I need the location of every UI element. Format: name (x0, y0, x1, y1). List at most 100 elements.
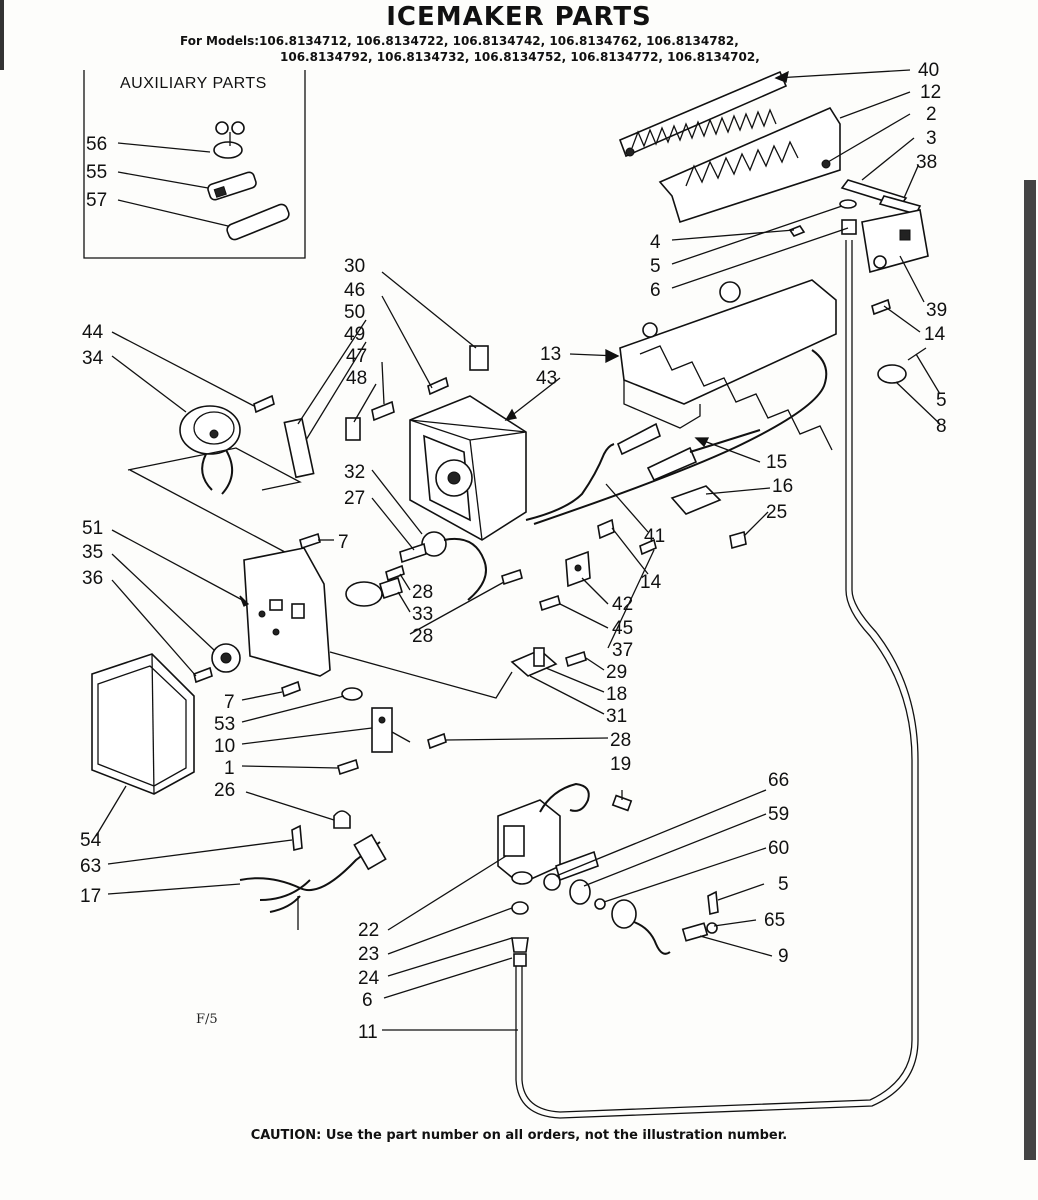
callout-63: 63 (80, 856, 101, 877)
callout-51: 51 (82, 518, 103, 539)
screw-28-c (427, 732, 447, 750)
page-title: ICEMAKER PARTS (386, 2, 652, 32)
fill-tube-11 (521, 240, 913, 1113)
callout-25: 25 (766, 502, 787, 523)
grommet-14-lower (597, 518, 615, 540)
gear-35 (211, 643, 241, 673)
part-48 (345, 417, 361, 441)
callout-56: 56 (86, 134, 107, 155)
callout-46: 46 (344, 280, 365, 301)
mounting-plate-51 (243, 547, 331, 677)
screw-63 (291, 824, 303, 852)
callout-9: 9 (778, 946, 789, 967)
screw-7-lower (281, 680, 301, 698)
part-49-50 (283, 417, 315, 479)
fill-cup-assembly (788, 159, 929, 274)
ejector-blade-40 (618, 70, 788, 158)
callout-55: 55 (86, 162, 107, 183)
callout-29: 29 (606, 662, 627, 683)
leader-57 (117, 199, 229, 227)
screw-37 (639, 538, 657, 556)
fitting-24 (511, 937, 529, 953)
callout-42: 42 (612, 594, 633, 615)
callout-57: 57 (86, 190, 107, 211)
callout-4: 4 (650, 232, 661, 253)
callout-28-c: 28 (610, 730, 631, 751)
callout-6-lower: 6 (362, 990, 373, 1011)
bracket-16 (670, 485, 722, 515)
ferrule-60 (594, 898, 606, 910)
callout-41: 41 (644, 526, 665, 547)
stripper-12 (658, 106, 841, 224)
leader-lines (95, 69, 941, 1031)
callout-33: 33 (412, 604, 433, 625)
screw-28-a (385, 564, 405, 582)
callout-53: 53 (214, 714, 235, 735)
switch-33 (345, 576, 403, 607)
callout-37: 37 (612, 640, 633, 661)
callout-26: 26 (214, 780, 235, 801)
model-list-line-1: For Models:106.8134712, 106.8134722, 106… (180, 34, 739, 48)
screw-46 (427, 376, 449, 396)
washer-23 (511, 901, 529, 915)
thermostat-27 (399, 531, 487, 601)
leader-56 (117, 142, 211, 153)
callout-54: 54 (80, 830, 102, 851)
scan-edge-right (1024, 180, 1036, 1160)
scan-edge-left (0, 0, 4, 70)
caution-note: CAUTION: Use the part number on all orde… (250, 1128, 788, 1143)
auxiliary-parts-title: AUXILIARY PARTS (120, 75, 267, 92)
callout-10: 10 (214, 736, 235, 757)
cover-54 (91, 653, 195, 795)
nut-6-lower (513, 953, 527, 967)
callout-3: 3 (926, 128, 937, 149)
callout-labels: 40 12 2 3 38 4 5 6 39 14 5 8 56 55 57 30… (80, 60, 947, 1043)
inlet-tube-9 (611, 899, 671, 955)
callout-24: 24 (358, 968, 380, 989)
callout-15: 15 (766, 452, 787, 473)
screw-47 (371, 400, 395, 422)
callout-7-lower: 7 (224, 692, 235, 713)
screw-28-b (501, 568, 523, 586)
callout-35: 35 (82, 542, 103, 563)
screw-5-lower (707, 890, 719, 915)
callout-1: 1 (224, 758, 235, 779)
callout-16: 16 (772, 476, 793, 497)
leader-55 (117, 171, 209, 189)
clamp-65 (681, 922, 718, 942)
callout-36: 36 (82, 568, 103, 589)
callout-28-b: 28 (412, 626, 433, 647)
callout-11: 11 (358, 1022, 378, 1043)
callout-39: 39 (926, 300, 947, 321)
screw-44 (253, 394, 275, 414)
nut-66 (543, 873, 561, 891)
callout-30: 30 (344, 256, 365, 277)
callout-7-upper: 7 (338, 532, 349, 553)
callout-43: 43 (536, 368, 557, 389)
ice-mold-13 (533, 279, 837, 525)
callout-13: 13 (540, 344, 561, 365)
guide-line-b (329, 651, 513, 699)
callout-34: 34 (82, 348, 104, 369)
screw-45 (539, 594, 561, 612)
callout-50: 50 (344, 302, 365, 323)
callout-40: 40 (918, 60, 939, 81)
callout-6-upper: 6 (650, 280, 661, 301)
screw-1 (337, 758, 359, 776)
switch-30 (469, 345, 489, 371)
callout-2: 2 (926, 104, 937, 125)
bracket-18 (510, 647, 558, 677)
motor-guide-lines (127, 447, 302, 491)
cap-26 (333, 810, 351, 829)
part-53 (341, 687, 363, 701)
callout-22: 22 (358, 920, 379, 941)
screw-19 (611, 794, 633, 812)
callout-5-upper: 5 (650, 256, 661, 277)
wire-harness-17 (239, 833, 387, 930)
screw-14-upper (871, 298, 891, 316)
callout-17: 17 (80, 886, 101, 907)
callout-5-lower: 5 (778, 874, 789, 895)
callout-27: 27 (344, 488, 365, 509)
